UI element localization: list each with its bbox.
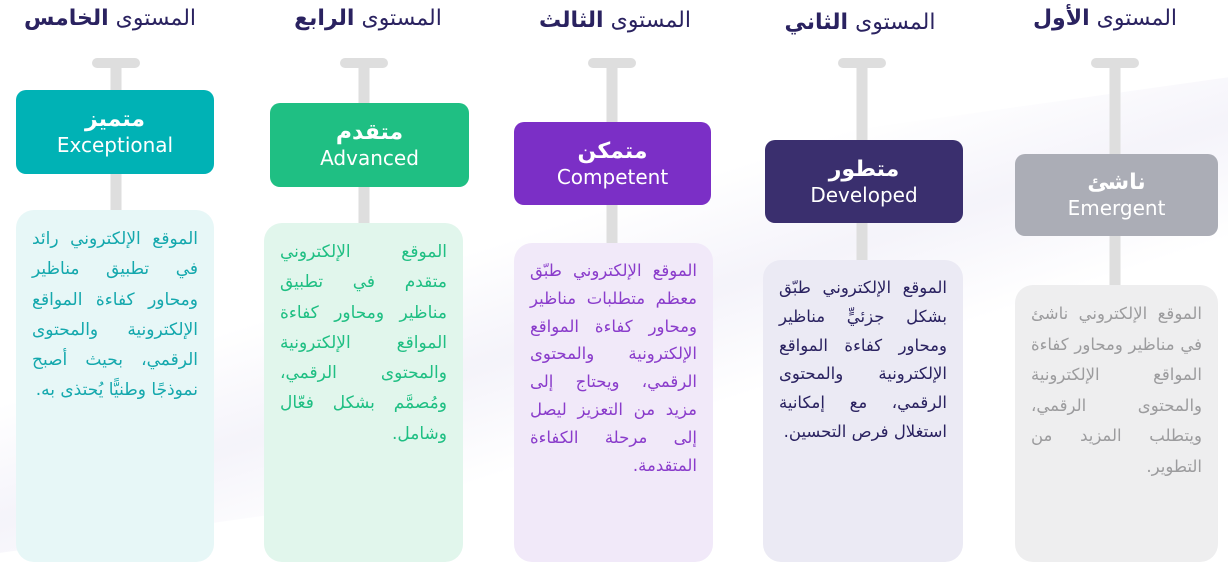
level-title: المستوى الأول — [1033, 6, 1177, 31]
level-title: المستوى الثاني — [785, 10, 936, 35]
level-title-prefix: المستوى — [855, 10, 936, 35]
level-title-ordinal: الثاني — [784, 10, 849, 35]
badge-arabic-label: ناشئ — [1087, 170, 1146, 195]
level-title: المستوى الثالث — [539, 8, 691, 33]
level-title-ordinal: الثالث — [539, 8, 604, 33]
level-badge: ناشئ Emergent — [1015, 154, 1218, 236]
level-description-card: الموقع الإلكتروني طبّق بشكل جزئيٍّ مناظي… — [763, 260, 963, 562]
level-description-card: الموقع الإلكتروني رائد في تطبيق مناظير و… — [16, 210, 214, 562]
level-title-prefix: المستوى — [610, 8, 691, 33]
level-title-ordinal: الرابع — [294, 6, 355, 31]
level-badge: متمكن Competent — [514, 122, 711, 205]
badge-english-label: Exceptional — [56, 133, 174, 157]
level-title: المستوى الخامس — [24, 6, 196, 31]
badge-english-label: Emergent — [1067, 196, 1166, 220]
badge-arabic-label: متقدم — [335, 120, 404, 145]
level-title-ordinal: الخامس — [23, 6, 109, 31]
badge-arabic-label: متميز — [84, 107, 146, 132]
level-description: الموقع الإلكتروني طبّق بشكل جزئيٍّ مناظي… — [779, 278, 947, 441]
level-title-ordinal: الأول — [1032, 6, 1090, 31]
badge-arabic-label: متمكن — [577, 138, 648, 164]
level-badge: متميز Exceptional — [16, 90, 214, 174]
badge-english-label: Competent — [556, 164, 669, 189]
level-description-card: الموقع الإلكتروني ناشئ في مناظير ومحاور … — [1015, 285, 1218, 562]
level-description: الموقع الإلكتروني متقدم في تطبيق مناظير … — [280, 242, 447, 444]
level-description: الموقع الإلكتروني رائد في تطبيق مناظير و… — [32, 229, 198, 401]
level-title: المستوى الرابع — [294, 6, 442, 31]
level-badge: متقدم Advanced — [270, 103, 469, 187]
level-badge: متطور Developed — [765, 140, 963, 223]
level-title-prefix: المستوى — [115, 6, 197, 31]
level-description-card: الموقع الإلكتروني متقدم في تطبيق مناظير … — [264, 223, 463, 562]
level-description: الموقع الإلكتروني ناشئ في مناظير ومحاور … — [1031, 304, 1202, 476]
badge-english-label: Developed — [810, 182, 918, 207]
level-description: الموقع الإلكتروني طبّق معظم متطلبات مناظ… — [530, 261, 697, 475]
badge-english-label: Advanced — [320, 146, 419, 170]
badge-arabic-label: متطور — [828, 156, 900, 182]
level-title-prefix: المستوى — [361, 6, 442, 31]
level-title-prefix: المستوى — [1096, 6, 1178, 31]
level-description-card: الموقع الإلكتروني طبّق معظم متطلبات مناظ… — [514, 243, 713, 562]
